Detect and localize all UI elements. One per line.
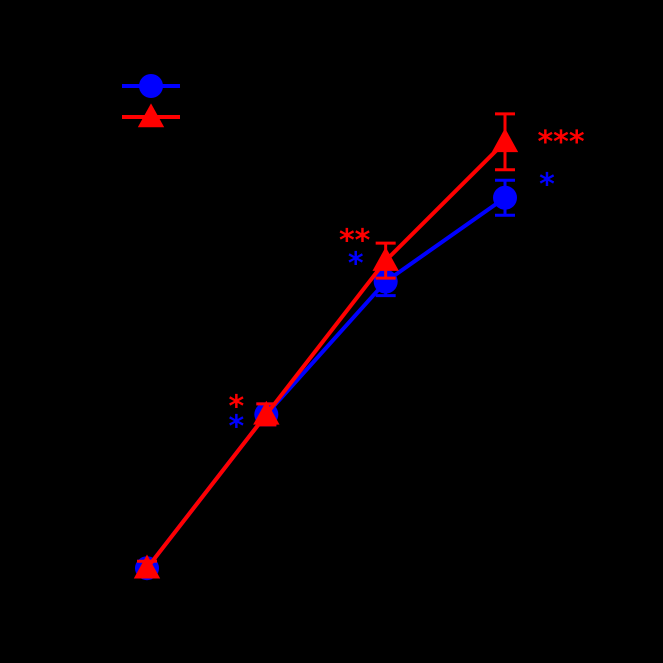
point-circle-2 [373,269,398,294]
point-triangle-0 [133,554,161,579]
point-triangle-1 [253,400,280,425]
series-line-triangle [145,140,507,570]
significance-label-circle-3: * [539,168,555,203]
legend-marker-circle [139,74,163,98]
point-circle-3 [493,185,517,210]
significance-label-triangle-3: *** [537,125,584,160]
point-triangle-2 [372,246,399,271]
significance-label-triangle-2: ** [339,224,371,259]
legend-item-circle [122,74,180,98]
significance-label-triangle-1: * [228,389,244,424]
series-line-circle [145,196,507,570]
legend [122,74,180,128]
significance-label-circle-2: * [348,247,364,282]
series-layer: ********* [133,112,585,581]
significance-label-circle-1: * [228,409,244,444]
point-triangle-3 [491,128,519,153]
legend-marker-triangle [137,103,165,128]
series-triangle: ****** [133,112,585,579]
legend-item-triangle [122,103,180,128]
